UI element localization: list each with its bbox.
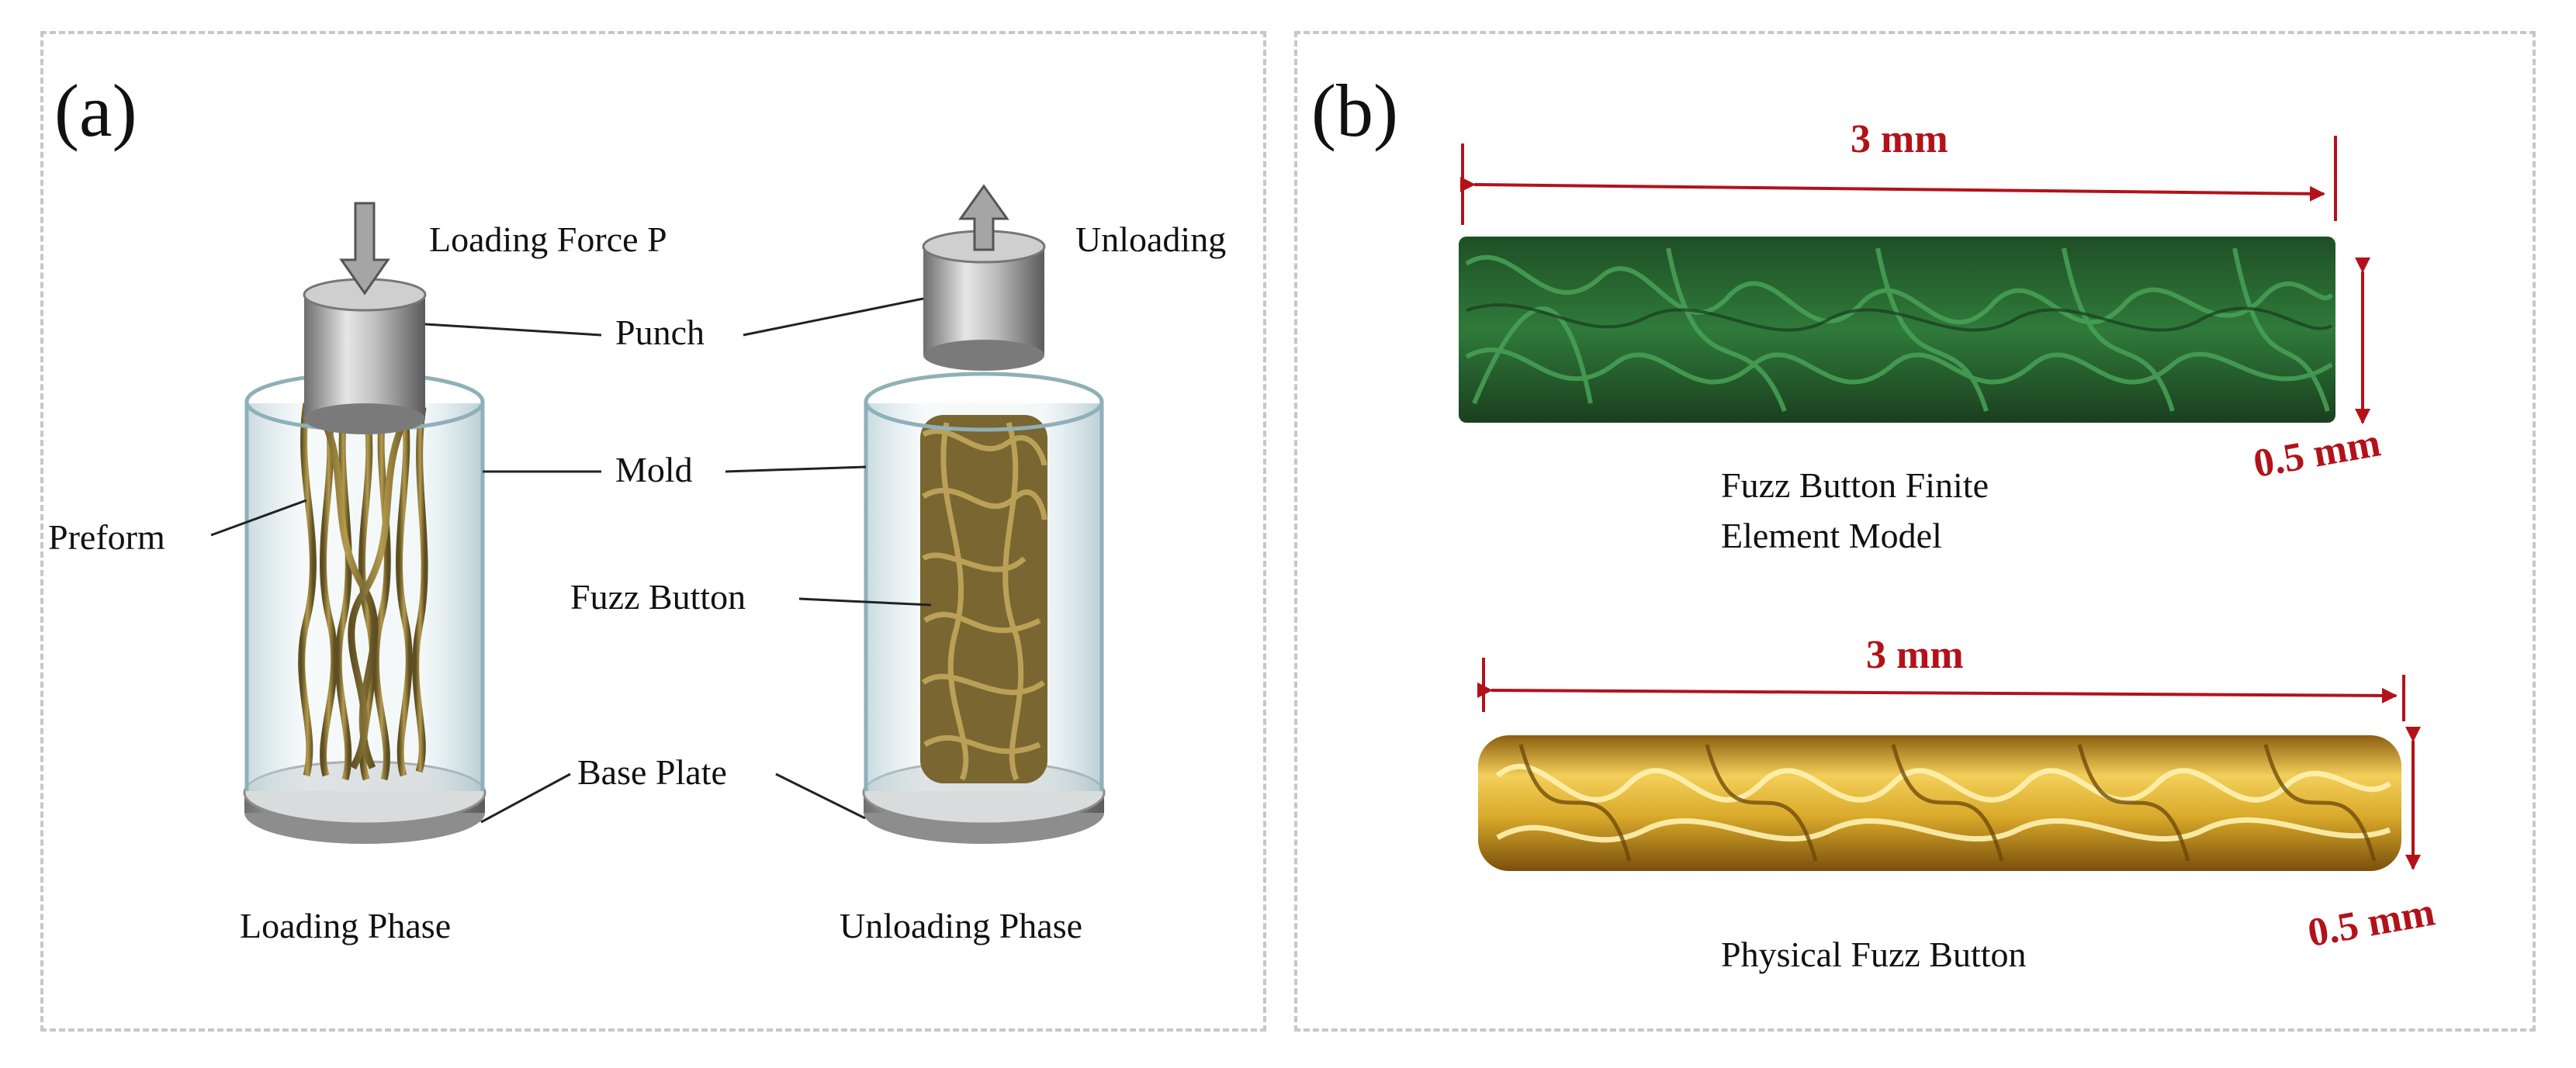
fe-length-label: 3 mm — [1851, 116, 1948, 162]
base-plate-label: Base Plate — [577, 752, 727, 793]
fe-caption-line1: Fuzz Button Finite — [1721, 465, 1989, 506]
fuzz-button-label: Fuzz Button — [570, 577, 746, 618]
fe-model — [1459, 237, 2335, 423]
mold-label: Mold — [615, 450, 693, 491]
panel-a-label: (a) — [54, 74, 137, 148]
unloading-phase-label: Unloading Phase — [840, 906, 1082, 947]
physical-fuzz-button — [1478, 735, 2401, 871]
punch-left — [304, 295, 425, 419]
loading-phase-label: Loading Phase — [240, 906, 451, 947]
loading-assembly — [244, 203, 485, 844]
loading-force-label: Loading Force P — [429, 219, 667, 261]
panel-b-label: (b) — [1311, 74, 1398, 148]
fuzz-button-coil — [920, 415, 1047, 783]
phys-caption: Physical Fuzz Button — [1721, 935, 2027, 976]
punch-label: Punch — [615, 313, 705, 354]
phys-length-label: 3 mm — [1866, 632, 1964, 678]
unloading-assembly — [864, 186, 1104, 844]
fe-caption-line2: Element Model — [1721, 516, 1942, 557]
unloading-label: Unloading — [1075, 219, 1226, 261]
preform-label: Preform — [48, 517, 165, 558]
